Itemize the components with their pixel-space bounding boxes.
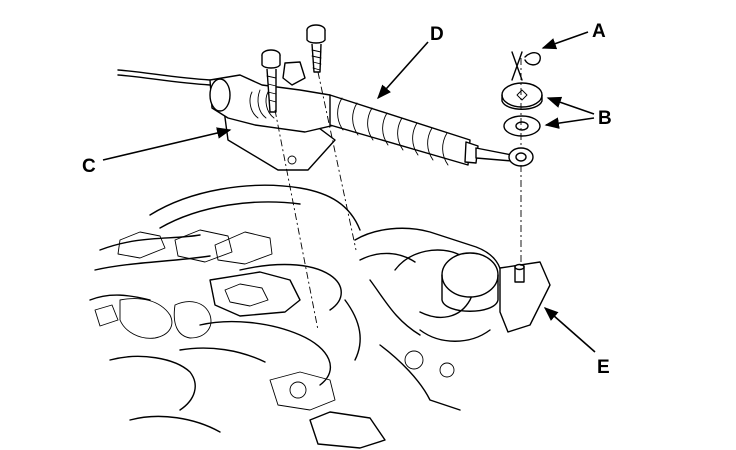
callout-a: A xyxy=(592,21,606,42)
washers-b xyxy=(501,82,543,137)
clip-a xyxy=(511,51,541,81)
mounting-bolt xyxy=(261,24,326,113)
transmission-housing xyxy=(89,184,502,449)
bracket-e xyxy=(499,261,551,333)
dust-boot xyxy=(329,94,534,167)
leader-lines xyxy=(102,31,596,353)
callout-e: E xyxy=(597,357,610,378)
callout-c: C xyxy=(82,156,96,177)
callout-d: D xyxy=(430,24,444,45)
alignment-lines xyxy=(274,58,522,331)
clutch-hose xyxy=(117,69,211,86)
transmission-cap xyxy=(441,252,499,312)
callout-b: B xyxy=(598,108,612,129)
